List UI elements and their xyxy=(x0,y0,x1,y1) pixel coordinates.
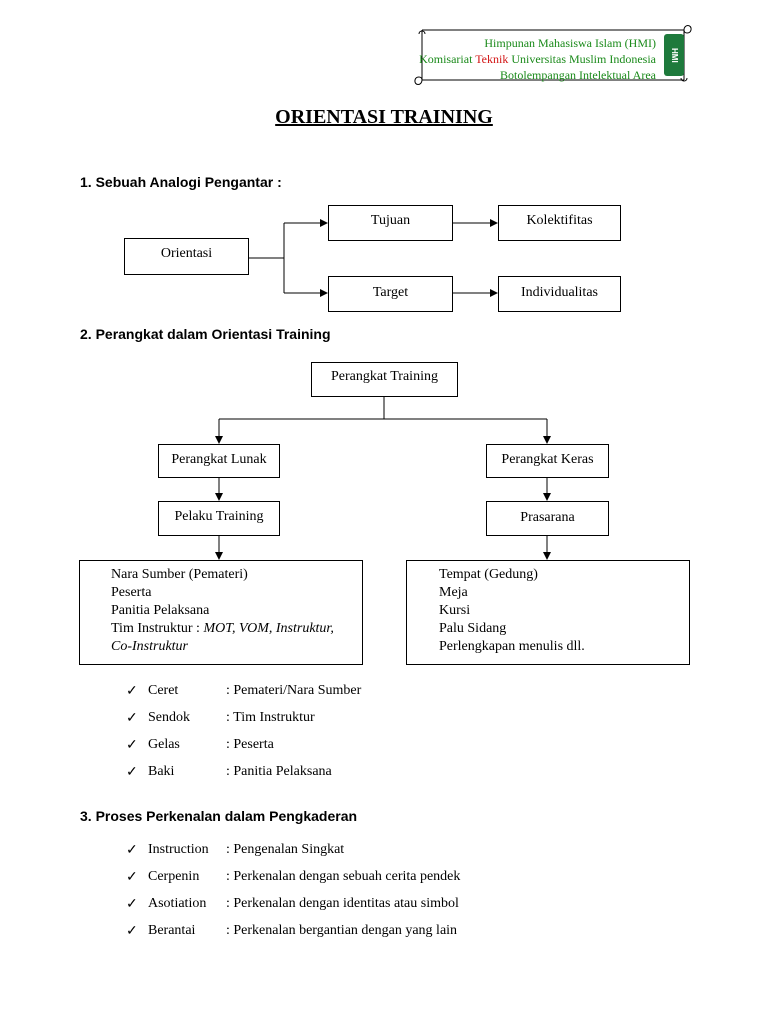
checkmark-icon: ✓ xyxy=(126,738,138,753)
list-item-term: Asotiation xyxy=(148,896,207,911)
node-target: Target xyxy=(328,276,453,312)
node-kolektifitas: Kolektifitas xyxy=(498,205,621,241)
list-item-def: : Pengenalan Singkat xyxy=(226,842,345,857)
pelaku-item-label: Tim Instruktur : xyxy=(111,621,204,636)
checkmark-icon: ✓ xyxy=(126,870,138,885)
checkmark-icon: ✓ xyxy=(126,684,138,699)
checkmark-icon: ✓ xyxy=(126,897,138,912)
pelaku-item: Peserta xyxy=(111,585,152,600)
checkmark-icon: ✓ xyxy=(126,711,138,726)
header-line2-a: Komisariat xyxy=(419,52,476,66)
header-line2: Komisariat Teknik Universitas Muslim Ind… xyxy=(419,51,656,67)
node-pelaku-training: Pelaku Training xyxy=(158,501,280,536)
pelaku-item-italic: Co-Instruktur xyxy=(111,639,188,654)
hmi-logo-text: HMI xyxy=(670,47,679,63)
section2-heading: 2. Perangkat dalam Orientasi Training xyxy=(80,326,331,342)
list-item-term: Instruction xyxy=(148,842,209,857)
list-item-def: : Panitia Pelaksana xyxy=(226,764,332,779)
checkmark-icon: ✓ xyxy=(126,765,138,780)
pelaku-item-italic: MOT, VOM, Instruktur, xyxy=(203,621,334,636)
hmi-logo: HMI xyxy=(664,34,684,76)
pelaku-item: Tim Instruktur : MOT, VOM, Instruktur, xyxy=(111,620,334,638)
node-perangkat-keras: Perangkat Keras xyxy=(486,444,609,478)
prasarana-item: Tempat (Gedung) xyxy=(439,567,538,582)
pelaku-item: Panitia Pelaksana xyxy=(111,603,210,618)
prasarana-item: Perlengkapan menulis dll. xyxy=(439,639,585,654)
prasarana-item: Meja xyxy=(439,585,468,600)
box-prasarana-list: Tempat (Gedung) Meja Kursi Palu Sidang P… xyxy=(406,560,690,665)
checkmark-icon: ✓ xyxy=(126,843,138,858)
node-perangkat-training: Perangkat Training xyxy=(311,362,458,397)
list-item-term: Gelas xyxy=(148,737,180,752)
header-line1: Himpunan Mahasiswa Islam (HMI) xyxy=(484,36,656,50)
pelaku-item: Nara Sumber (Pemateri) xyxy=(111,567,248,582)
header-line2-b: Teknik xyxy=(475,52,509,66)
list-item-def: : Tim Instruktur xyxy=(226,710,315,725)
section1-heading: 1. Sebuah Analogi Pengantar : xyxy=(80,174,282,190)
node-prasarana: Prasarana xyxy=(486,501,609,536)
prasarana-item: Kursi xyxy=(439,603,471,618)
box-pelaku-list: Nara Sumber (Pemateri) Peserta Panitia P… xyxy=(79,560,363,665)
node-tujuan: Tujuan xyxy=(328,205,453,241)
header-line2-c: Universitas Muslim Indonesia xyxy=(508,52,656,66)
node-perangkat-lunak: Perangkat Lunak xyxy=(158,444,280,478)
list-item-def: : Pemateri/Nara Sumber xyxy=(226,683,362,698)
list-item-def: : Peserta xyxy=(226,737,274,752)
header-banner: Himpunan Mahasiswa Islam (HMI) Komisaria… xyxy=(414,22,692,86)
list-item-def: : Perkenalan dengan identitas atau simbo… xyxy=(226,896,459,911)
section3-heading: 3. Proses Perkenalan dalam Pengkaderan xyxy=(80,808,358,824)
list-item-term: Berantai xyxy=(148,923,196,938)
list-item-def: : Perkenalan bergantian dengan yang lain xyxy=(226,923,458,938)
list-item-term: Baki xyxy=(148,764,175,779)
header-line3: Botolempangan Intelektual Area xyxy=(500,68,656,82)
list-item-def: : Perkenalan dengan sebuah cerita pendek xyxy=(226,869,461,884)
list-item-term: Cerpenin xyxy=(148,869,200,884)
list-item-term: Sendok xyxy=(148,710,190,725)
checkmark-icon: ✓ xyxy=(126,924,138,939)
prasarana-item: Palu Sidang xyxy=(439,621,507,636)
page-title: ORIENTASI TRAINING xyxy=(275,106,493,128)
node-individualitas: Individualitas xyxy=(498,276,621,312)
list-item-term: Ceret xyxy=(148,683,179,698)
scroll-frame xyxy=(414,25,692,85)
node-orientasi: Orientasi xyxy=(124,238,249,275)
pelaku-item: Co-Instruktur xyxy=(111,638,334,656)
